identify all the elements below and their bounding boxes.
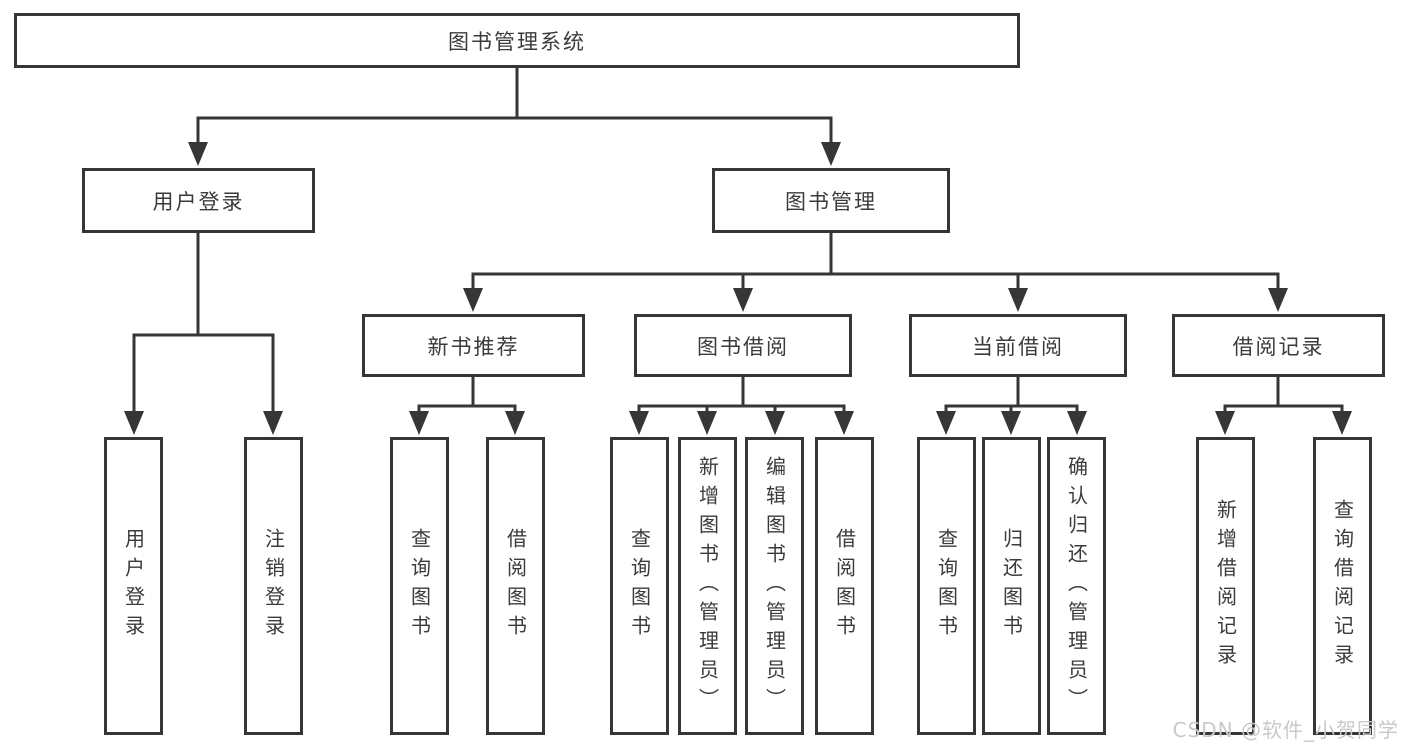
leaf-add-borrow-record: 新增借阅记录 xyxy=(1196,437,1255,735)
node-user-login-label: 用户登录 xyxy=(152,189,245,214)
leaf-query-books-recommend: 查询图书 xyxy=(390,437,449,735)
leaf-query-books-current: 查询图书 xyxy=(917,437,976,735)
node-borrow-records-label: 借阅记录 xyxy=(1232,334,1325,359)
node-root-system: 图书管理系统 xyxy=(14,13,1020,68)
leaf-logout: 注销登录 xyxy=(244,437,303,735)
leaf-query-books-borrow-label: 查询图书 xyxy=(627,528,652,644)
node-current-borrow-label: 当前借阅 xyxy=(972,334,1064,359)
node-new-book-recommend: 新书推荐 xyxy=(362,314,585,377)
leaf-borrow-books: 借阅图书 xyxy=(815,437,874,735)
leaf-query-books-borrow: 查询图书 xyxy=(610,437,669,735)
leaf-user-login-label: 用户登录 xyxy=(121,528,146,644)
leaf-edit-book-admin-label: 编辑图书（管理员） xyxy=(762,455,787,717)
node-borrow-records: 借阅记录 xyxy=(1172,314,1385,377)
leaf-query-books-current-label: 查询图书 xyxy=(934,528,959,644)
leaf-return-books-label: 归还图书 xyxy=(999,528,1024,644)
node-root-label: 图书管理系统 xyxy=(448,29,586,54)
leaf-borrow-books-label: 借阅图书 xyxy=(832,528,857,644)
leaf-edit-book-admin: 编辑图书（管理员） xyxy=(745,437,804,735)
leaf-confirm-return-admin: 确认归还（管理员） xyxy=(1047,437,1106,735)
leaf-confirm-return-admin-label: 确认归还（管理员） xyxy=(1064,455,1089,717)
leaf-query-borrow-record: 查询借阅记录 xyxy=(1313,437,1372,735)
leaf-logout-label: 注销登录 xyxy=(261,528,286,644)
leaf-query-books-recommend-label: 查询图书 xyxy=(407,528,432,644)
node-book-management: 图书管理 xyxy=(712,168,950,233)
leaf-return-books: 归还图书 xyxy=(982,437,1041,735)
node-book-borrow: 图书借阅 xyxy=(634,314,852,377)
leaf-borrow-books-recommend-label: 借阅图书 xyxy=(503,528,528,644)
leaf-add-borrow-record-label: 新增借阅记录 xyxy=(1213,499,1238,673)
leaf-query-borrow-record-label: 查询借阅记录 xyxy=(1330,499,1355,673)
node-book-management-label: 图书管理 xyxy=(785,189,877,214)
node-book-borrow-label: 图书借阅 xyxy=(697,334,789,359)
leaf-add-book-admin-label: 新增图书（管理员） xyxy=(695,455,720,717)
leaf-user-login: 用户登录 xyxy=(104,437,163,735)
leaf-add-book-admin: 新增图书（管理员） xyxy=(678,437,737,735)
node-current-borrow: 当前借阅 xyxy=(909,314,1127,377)
node-new-book-recommend-label: 新书推荐 xyxy=(427,334,520,359)
csdn-watermark: CSDN @软件_小贺同学 xyxy=(1172,718,1399,742)
leaf-borrow-books-recommend: 借阅图书 xyxy=(486,437,545,735)
node-user-login: 用户登录 xyxy=(82,168,315,233)
